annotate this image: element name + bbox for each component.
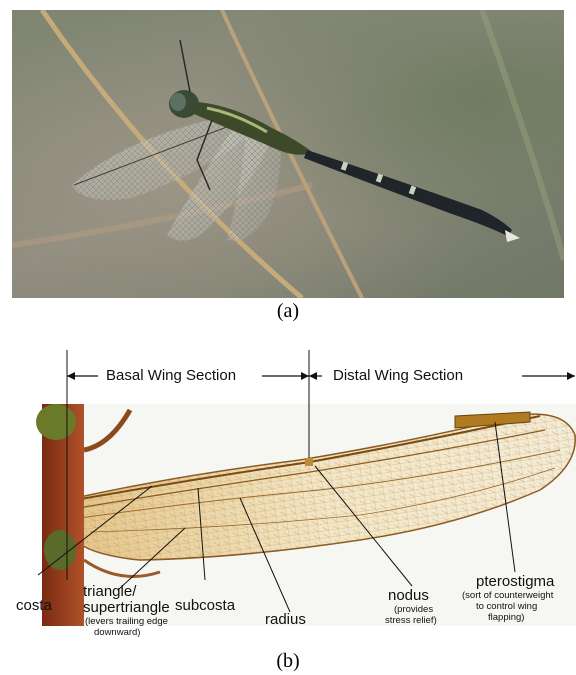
supertriangle-label: supertriangle	[83, 600, 170, 616]
dragonfly-photo	[12, 10, 564, 298]
pterostigma-note-1: (sort of counterweight	[462, 591, 553, 601]
nodus-note-1: (provides	[394, 605, 433, 615]
basal-section-label: Basal Wing Section	[106, 368, 236, 384]
subcosta-label: subcosta	[175, 598, 235, 614]
costa-label: costa	[16, 598, 52, 614]
pterostigma-note-2: to control wing	[476, 602, 537, 612]
pterostigma-note-3: flapping)	[488, 613, 524, 623]
triangle-label: triangle/	[83, 584, 136, 600]
pterostigma-label: pterostigma	[476, 574, 554, 590]
distal-section-label: Distal Wing Section	[333, 368, 463, 384]
triangle-note-2: downward)	[94, 628, 140, 638]
triangle-note-1: (levers trailing edge	[85, 617, 168, 627]
radius-label: radius	[265, 612, 306, 628]
panel-b-caption: (b)	[0, 650, 576, 673]
nodus-note-2: stress relief)	[385, 616, 437, 626]
panel-a-caption: (a)	[0, 300, 576, 323]
nodus-label: nodus	[388, 588, 429, 604]
